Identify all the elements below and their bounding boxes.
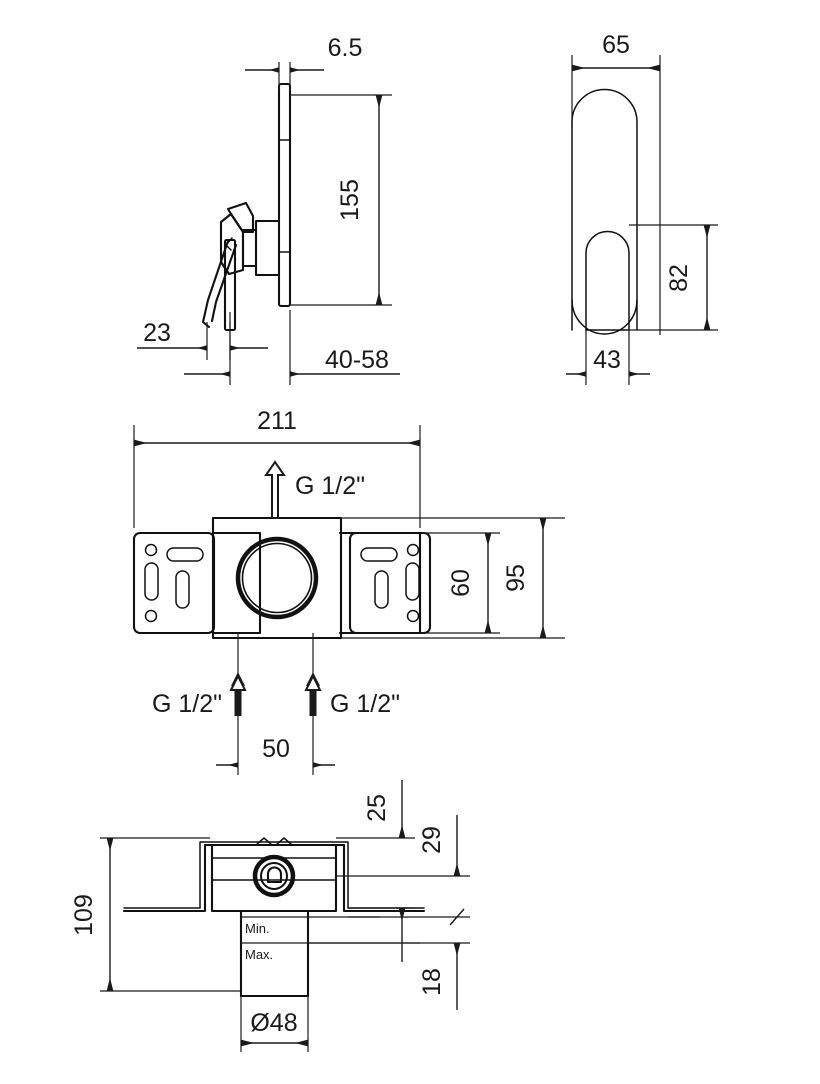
housing-top-notch xyxy=(255,837,293,846)
view-side-elevation-lever: 6.5 155 23 40-58 xyxy=(137,34,400,385)
dimension-label-211: 211 xyxy=(257,407,297,435)
dimension-43: 43 xyxy=(566,330,650,385)
dimension-109: 109 xyxy=(70,837,240,992)
valve-opening-ring xyxy=(235,536,319,620)
dimension-label-95: 95 xyxy=(502,564,530,592)
dimension-60: 60 xyxy=(420,532,500,634)
min-depth-marker: Min. xyxy=(241,916,380,936)
dimension-label-65: 65 xyxy=(602,31,630,59)
view-front-elevation: 65 82 43 xyxy=(566,31,718,385)
dimension-29: 29 xyxy=(336,815,470,926)
dimension-label-6point5: 6.5 xyxy=(328,34,363,62)
cartridge-boss xyxy=(252,854,296,898)
dimension-40-58: 40-58 xyxy=(184,310,400,385)
lever-front xyxy=(585,230,630,331)
dimension-label-50: 50 xyxy=(262,735,290,763)
port-label-inlet-right: G 1/2" xyxy=(330,690,400,718)
dimension-label-43: 43 xyxy=(593,346,621,374)
valve-body-stub xyxy=(241,219,281,277)
dimension-label-155: 155 xyxy=(336,179,364,221)
escutcheon-outline-front xyxy=(571,88,638,335)
dimension-6point5: 6.5 xyxy=(245,34,362,92)
dimension-label-40-58: 40-58 xyxy=(325,346,389,374)
dimension-95: 95 xyxy=(341,517,565,639)
right-mounting-plate xyxy=(348,531,432,635)
left-mounting-plate xyxy=(132,531,216,635)
min-depth-label: Min. xyxy=(245,921,270,936)
lever-arm xyxy=(201,239,238,329)
inlet-port-left: G 1/2" xyxy=(152,633,247,718)
max-depth-marker: Max. xyxy=(241,942,420,962)
max-depth-label: Max. xyxy=(245,947,273,962)
dimension-label-82: 82 xyxy=(665,264,693,292)
dimension-82: 82 xyxy=(629,224,718,331)
central-valve-body xyxy=(211,516,343,640)
left-mounting-rail xyxy=(211,531,262,635)
dimension-label-29: 29 xyxy=(418,826,446,854)
dimension-label-diameter-48: Ø48 xyxy=(250,1009,297,1037)
dimension-label-25: 25 xyxy=(363,794,391,822)
cylindrical-sleeve xyxy=(239,909,310,998)
port-label-outlet-top: G 1/2" xyxy=(295,472,365,500)
dimension-label-60: 60 xyxy=(447,569,475,597)
view-rough-in-front: 211 G 1/2" G 1/2" G 1/2" 50 xyxy=(132,407,565,775)
dimension-diameter-48: Ø48 xyxy=(240,996,309,1052)
dimension-label-23: 23 xyxy=(143,319,171,347)
escutcheon-plate xyxy=(277,82,292,308)
dimension-211: 211 xyxy=(133,407,421,528)
dimension-25: 25 xyxy=(336,780,415,962)
inlet-port-right: G 1/2" xyxy=(304,633,400,718)
port-label-inlet-left: G 1/2" xyxy=(152,690,222,718)
dimension-label-18: 18 xyxy=(418,968,446,996)
dimension-18: 18 xyxy=(308,942,470,1010)
dimension-155: 155 xyxy=(290,94,392,306)
view-rough-in-side: Min. Max. 109 25 29 xyxy=(70,780,470,1052)
dimension-label-109: 109 xyxy=(70,894,98,936)
outlet-port-top: G 1/2" xyxy=(264,460,365,519)
dimension-50: 50 xyxy=(216,716,335,775)
dimension-65: 65 xyxy=(571,31,661,335)
dimension-23: 23 xyxy=(137,312,268,360)
